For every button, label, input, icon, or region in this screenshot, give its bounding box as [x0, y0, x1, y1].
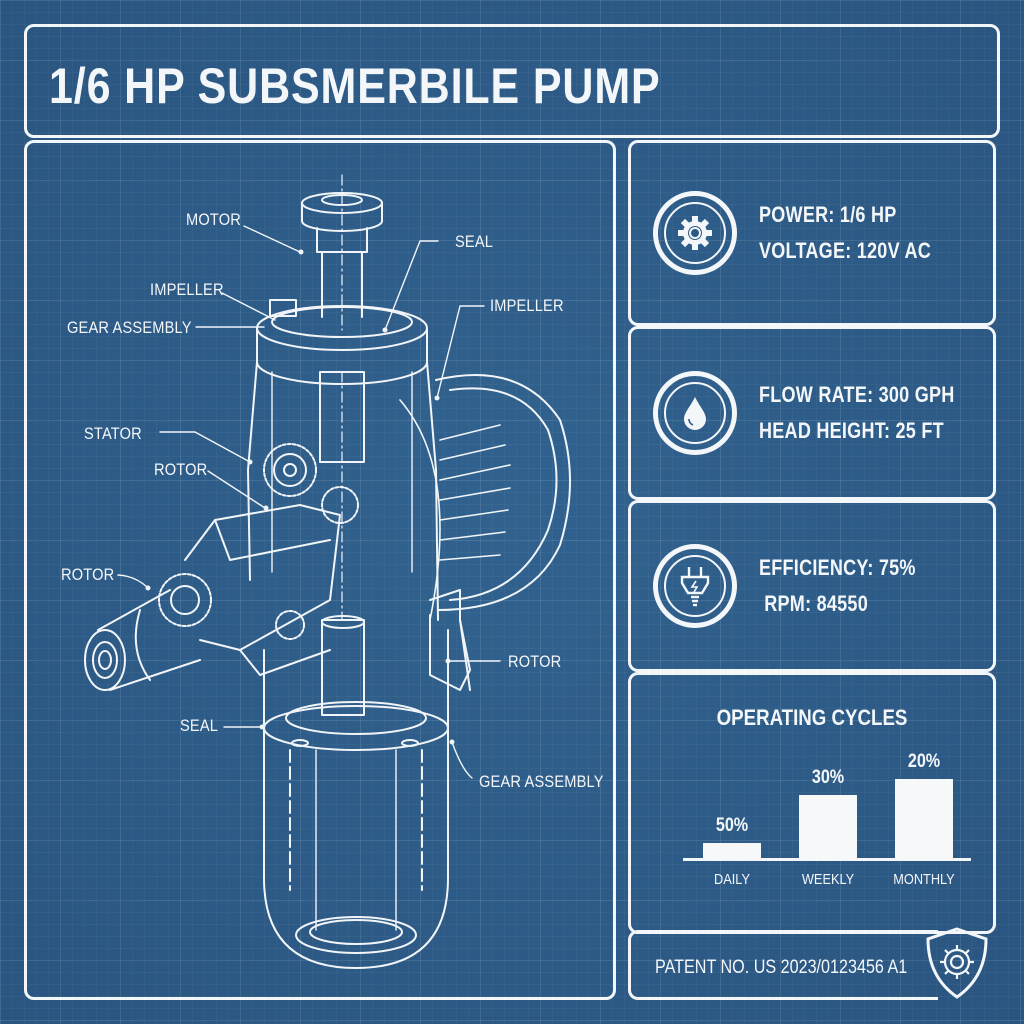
- label-rotor-left: ROTOR: [61, 565, 115, 584]
- operating-cycles-panel: OPERATING CYCLES 50% DAILY 30% WEEKLY 20…: [628, 672, 996, 934]
- spec-panel-efficiency: EFFICIENCY: 75% RPM: 84550: [628, 500, 996, 672]
- bar-daily: 50% DAILY: [703, 765, 761, 888]
- bar-daily-fill: [703, 843, 761, 859]
- spec-power: POWER: 1/6 HP: [759, 202, 897, 227]
- spec-efficiency: EFFICIENCY: 75%: [759, 555, 916, 580]
- bar-weekly-value: 30%: [811, 767, 845, 788]
- bar-monthly-value: 20%: [907, 751, 941, 772]
- patent-panel: PATENT NO. US 2023/0123456 A1: [628, 930, 938, 1000]
- bar-monthly-fill: [895, 779, 953, 859]
- bar-weekly: 30% WEEKLY: [799, 765, 857, 888]
- bar-monthly: 20% MONTHLY: [893, 751, 954, 888]
- spec-head-height: HEAD HEIGHT: 25 FT: [759, 418, 944, 443]
- label-impeller-left: IMPELLER: [150, 280, 224, 299]
- spec-panel-power: POWER: 1/6 HP VOLTAGE: 120V AC: [628, 140, 996, 326]
- bar-monthly-category: MONTHLY: [893, 871, 955, 888]
- bar-weekly-fill: [799, 795, 857, 859]
- spec-voltage: VOLTAGE: 120V AC: [759, 238, 932, 263]
- label-seal-bottom: SEAL: [180, 716, 219, 735]
- bar-chart: 50% DAILY 30% WEEKLY 20% MONTHLY: [683, 751, 971, 925]
- title-panel: 1/6 HP SUBSMERBILE PUMP: [24, 24, 1000, 138]
- page-title: 1/6 HP SUBSMERBILE PUMP: [49, 58, 661, 114]
- label-rotor-right: ROTOR: [508, 652, 562, 671]
- spec-flow-rate: FLOW RATE: 300 GPH: [759, 382, 955, 407]
- shield-gear-icon: [926, 927, 988, 999]
- label-impeller-right: IMPELLER: [490, 296, 564, 315]
- electric-plug-icon: [653, 544, 737, 628]
- bar-daily-category: DAILY: [714, 871, 750, 888]
- bar-daily-value: 50%: [715, 815, 749, 836]
- diagram-panel: [24, 140, 616, 1000]
- bar-weekly-category: WEEKLY: [801, 871, 855, 888]
- water-drop-icon: [653, 371, 737, 455]
- label-gear-assembly-top: GEAR ASSEMBLY: [67, 318, 192, 337]
- gear-icon: [653, 191, 737, 275]
- label-motor: MOTOR: [186, 210, 242, 229]
- label-rotor-upper: ROTOR: [154, 460, 208, 479]
- spec-rpm: RPM: 84550: [759, 591, 868, 616]
- label-gear-assembly-bottom: GEAR ASSEMBLY: [479, 772, 604, 791]
- label-stator: STATOR: [84, 424, 142, 443]
- chart-title: OPERATING CYCLES: [716, 705, 908, 730]
- label-seal-top: SEAL: [455, 232, 494, 251]
- spec-panel-flow: FLOW RATE: 300 GPH HEAD HEIGHT: 25 FT: [628, 326, 996, 500]
- chart-baseline: [683, 858, 971, 861]
- patent-number: PATENT NO. US 2023/0123456 A1: [655, 957, 908, 978]
